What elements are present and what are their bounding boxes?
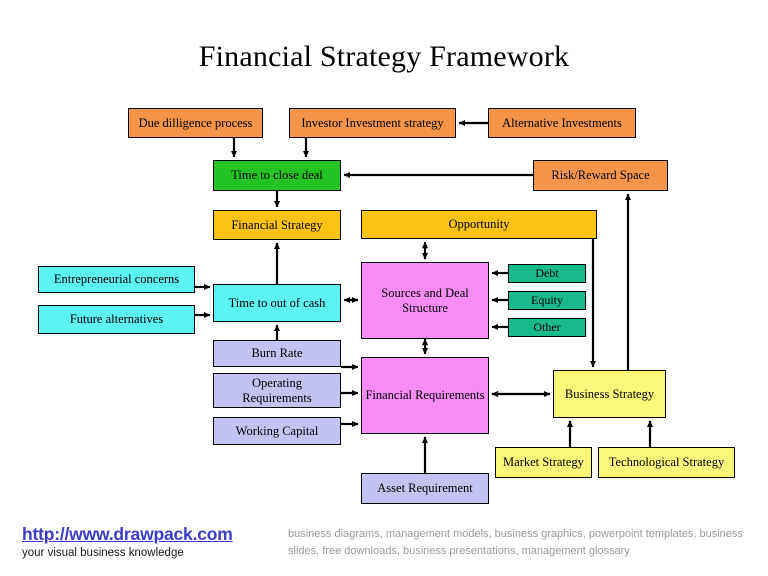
footer: http://www.drawpack.com your visual busi… [0, 516, 768, 576]
node-time-to-out-of-cash[interactable]: Time to out of cash [213, 284, 341, 322]
node-alternative-investments[interactable]: Alternative Investments [488, 108, 636, 138]
node-technological-strategy[interactable]: Technological Strategy [598, 447, 735, 478]
node-entrepreneurial-concerns[interactable]: Entrepreneurial concerns [38, 266, 195, 293]
node-market-strategy[interactable]: Market Strategy [495, 447, 592, 478]
node-sources-and-deal-structure[interactable]: Sources and Deal Structure [361, 262, 489, 339]
node-financial-requirements[interactable]: Financial Requirements [361, 357, 489, 434]
node-due-diligence-process[interactable]: Due dilligence process [128, 108, 263, 138]
node-equity[interactable]: Equity [508, 291, 586, 310]
node-financial-strategy[interactable]: Financial Strategy [213, 210, 341, 240]
brand-url-link[interactable]: http://www.drawpack.com [22, 524, 233, 544]
node-investor-investment-strategy[interactable]: Investor Investment strategy [289, 108, 456, 138]
node-operating-requirements[interactable]: Operating Requirements [213, 373, 341, 408]
brand-tagline: your visual business knowledge [22, 547, 184, 559]
node-future-alternatives[interactable]: Future alternatives [38, 305, 195, 334]
footer-keywords: business diagrams, management models, bu… [288, 528, 743, 557]
node-business-strategy[interactable]: Business Strategy [553, 370, 666, 418]
node-debt[interactable]: Debt [508, 264, 586, 283]
node-opportunity[interactable]: Opportunity [361, 210, 597, 239]
node-burn-rate[interactable]: Burn Rate [213, 340, 341, 367]
page-title: Financial Strategy Framework [198, 40, 570, 73]
node-risk-reward-space[interactable]: Risk/Reward Space [533, 160, 668, 191]
node-asset-requirement[interactable]: Asset Requirement [361, 473, 489, 504]
node-other[interactable]: Other [508, 318, 586, 337]
node-time-to-close-deal[interactable]: Time to close deal [213, 160, 341, 191]
node-working-capital[interactable]: Working Capital [213, 417, 341, 445]
